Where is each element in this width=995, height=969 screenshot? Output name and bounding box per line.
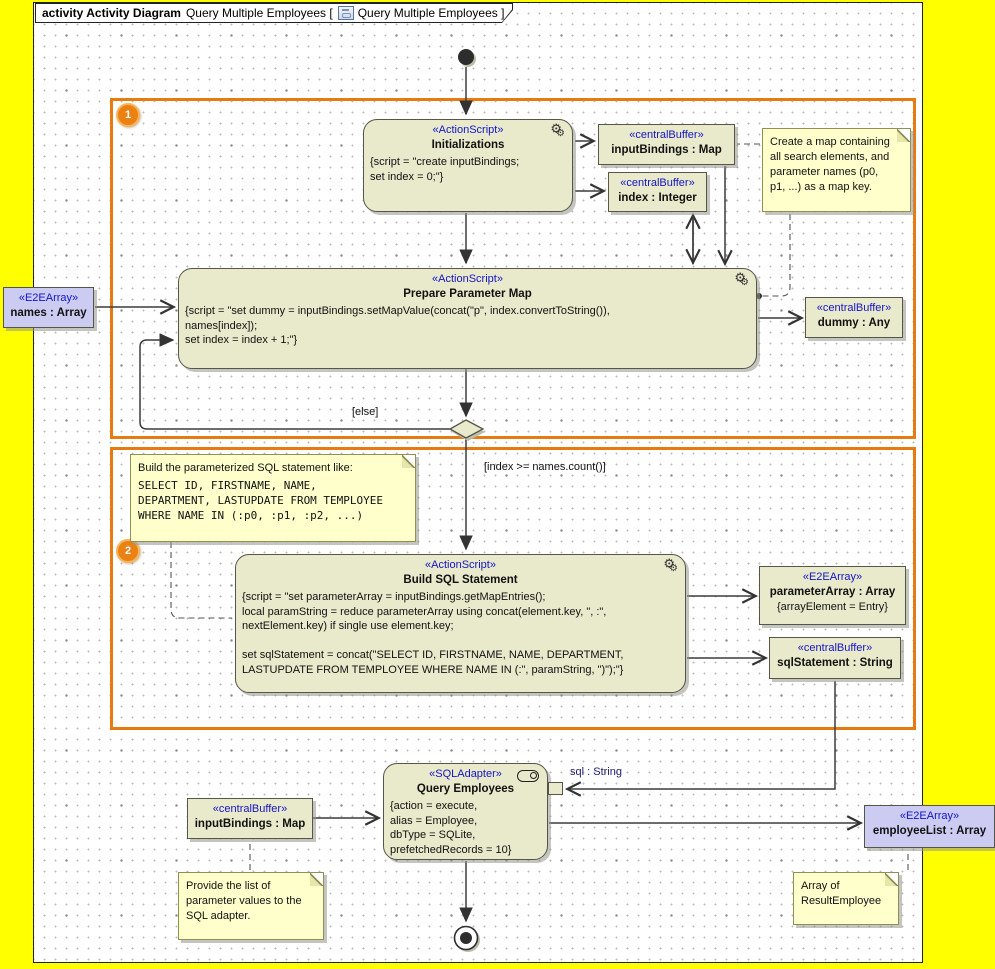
stereotype-label: «ActionScript» (432, 273, 503, 285)
note-result-array[interactable]: Array of ResultEmployee (793, 872, 899, 925)
action-build-sql-statement[interactable]: ⚙⚙ «ActionScript» Build SQL Statement {s… (235, 554, 686, 693)
note-intro-text: Build the parameterized SQL statement li… (138, 462, 353, 474)
anchor-dot (756, 293, 762, 299)
node-script: {script = "set parameterArray = inputBin… (242, 591, 624, 676)
gears-icon: ⚙⚙ (734, 271, 749, 288)
node-script: {script = "create inputBindings; set ind… (370, 156, 520, 183)
action-initializations[interactable]: ⚙⚙ «ActionScript» Initializations {scrip… (363, 119, 573, 212)
region-2-badge[interactable]: 2 (116, 539, 140, 563)
sql-pin-label: sql : String (570, 766, 622, 778)
anchor-note1-prepare (762, 214, 791, 297)
node-name: Prepare Parameter Map (403, 288, 532, 300)
expansion-region-1[interactable] (110, 98, 916, 439)
node-name: Build SQL Statement (403, 574, 518, 586)
activity-diagram-icon (338, 6, 354, 20)
node-name: dummy : Any (817, 317, 891, 329)
node-tag: {arrayElement = Entry} (777, 601, 888, 613)
region-1-badge[interactable]: 1 (116, 103, 140, 127)
note-sql-code: SELECT ID, FIRSTNAME, NAME, DEPARTMENT, … (138, 479, 384, 522)
node-name: sqlStatement : String (777, 657, 893, 669)
buffer-inputbindings-top[interactable]: «centralBuffer» inputBindings : Map (598, 124, 735, 165)
buffer-inputbindings-bottom[interactable]: «centralBuffer» inputBindings : Map (187, 798, 313, 839)
note-fold-icon (897, 129, 910, 142)
stereotype-label: «SQLAdapter» (429, 768, 502, 780)
note-create-map[interactable]: Create a map containing all search eleme… (762, 128, 911, 212)
stereotype-label: «centralBuffer» (629, 129, 704, 141)
note-build-sql[interactable]: Build the parameterized SQL statement li… (130, 454, 416, 542)
note-fold-icon (885, 873, 898, 886)
diagram-frame-tab[interactable]: activity Activity Diagram Query Multiple… (35, 3, 513, 23)
gears-icon: ⚙⚙ (663, 557, 678, 574)
node-name: parameterArray : Array (769, 586, 896, 598)
stereotype-label: «E2EArray» (899, 810, 960, 822)
anchor-note2-buildsql (170, 542, 232, 619)
stereotype-label: «centralBuffer» (797, 642, 873, 654)
stereotype-label: «centralBuffer» (212, 803, 288, 815)
sql-adapter-icon (517, 770, 539, 782)
node-name: names : Array (10, 307, 87, 319)
else-guard-label: [else] (352, 406, 379, 418)
object-parameter-array[interactable]: «E2EArray» parameterArray : Array {array… (759, 566, 906, 625)
buffer-dummy[interactable]: «centralBuffer» dummy : Any (805, 297, 903, 338)
node-name: Query Employees (416, 783, 515, 795)
note-fold-icon (402, 455, 415, 468)
action-query-employees[interactable]: «SQLAdapter» Query Employees {action = e… (383, 763, 548, 860)
buffer-sqlstatement[interactable]: «centralBuffer» sqlStatement : String (769, 637, 901, 679)
index-guard-label: [index >= names.count()] (484, 461, 606, 473)
node-name: Initializations (431, 139, 505, 151)
node-name: index : Integer (618, 192, 697, 204)
gears-icon: ⚙⚙ (550, 122, 565, 139)
node-name: employeeList : Array (872, 825, 987, 837)
object-names-array[interactable]: «E2EArray» names : Array (3, 287, 94, 328)
final-node-dot (460, 932, 472, 944)
note-provide-list[interactable]: Provide the list of parameter values to … (178, 872, 324, 940)
frame-context-label: Query Multiple Employees [ (185, 6, 333, 20)
frame-name-label: Query Multiple Employees ] (357, 6, 505, 20)
note-text: Array of ResultEmployee (801, 880, 882, 907)
object-employee-list[interactable]: «E2EArray» employeeList : Array (864, 805, 995, 848)
node-script: {action = execute, alias = Employee, dbT… (390, 800, 512, 856)
note-text: Create a map containing all search eleme… (770, 136, 890, 193)
stereotype-label: «ActionScript» (432, 124, 504, 136)
stereotype-label: «E2EArray» (18, 292, 79, 304)
node-name: inputBindings : Map (194, 818, 306, 830)
node-name: inputBindings : Map (611, 144, 722, 156)
action-prepare-parameter-map[interactable]: ⚙⚙ «ActionScript» Prepare Parameter Map … (178, 268, 757, 369)
decision-node[interactable] (448, 419, 485, 439)
note-text: Provide the list of parameter values to … (186, 880, 302, 922)
buffer-index[interactable]: «centralBuffer» index : Integer (608, 172, 707, 212)
stereotype-label: «centralBuffer» (620, 177, 695, 189)
sql-input-pin[interactable] (548, 782, 563, 795)
frame-kind-label: activity Activity Diagram (42, 6, 181, 20)
stereotype-label: «E2EArray» (802, 571, 863, 583)
flow-else-loop (139, 333, 450, 430)
stereotype-label: «centralBuffer» (816, 302, 892, 314)
note-fold-icon (310, 873, 323, 886)
node-script: {script = "set dummy = inputBindings.set… (185, 305, 610, 346)
stereotype-label: «ActionScript» (425, 559, 496, 571)
expansion-region-2[interactable] (110, 447, 916, 730)
flow-sqlstatement-to-pin (564, 681, 836, 797)
initial-node[interactable] (458, 49, 474, 65)
